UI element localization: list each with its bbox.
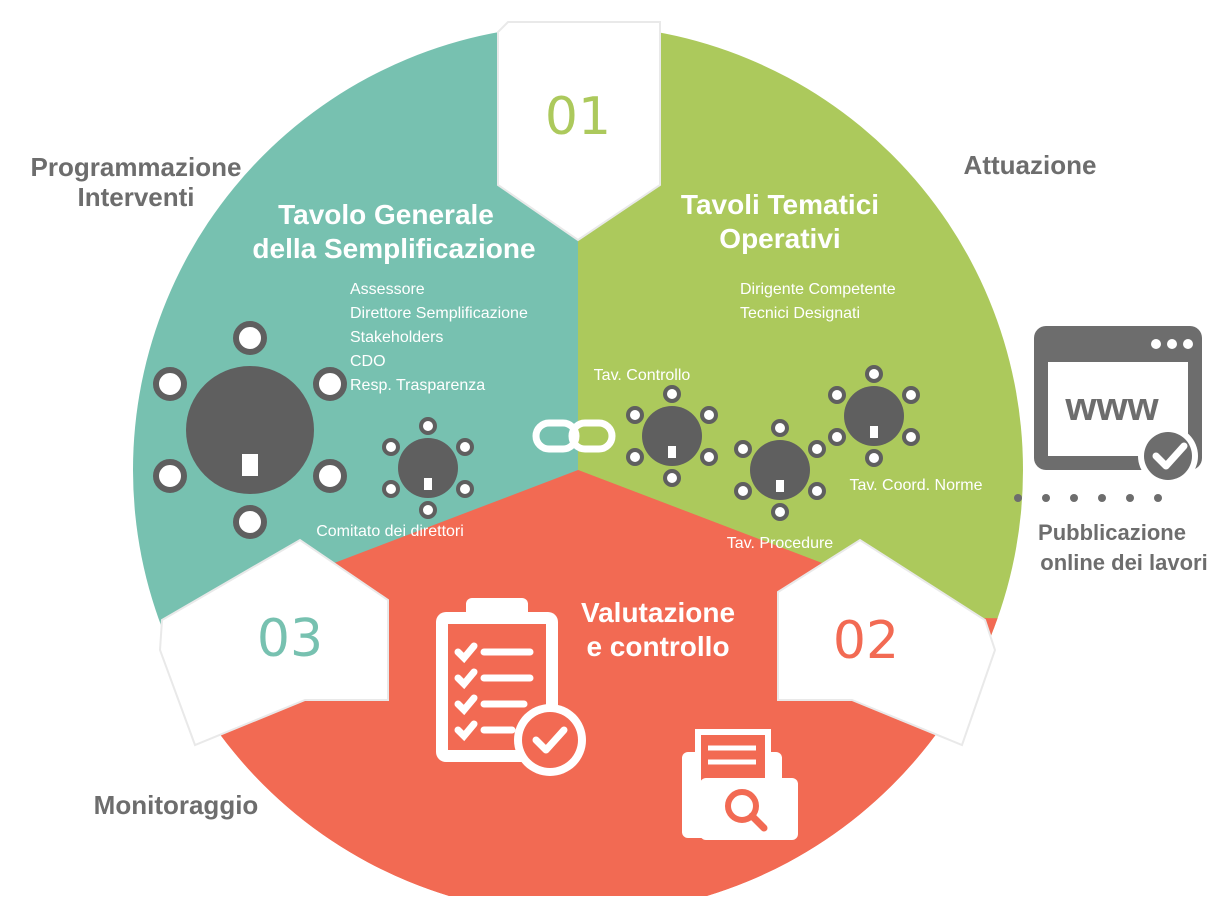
teal-member: Assessore (350, 281, 425, 298)
label-pubblicazione-1: Pubblicazione (1038, 520, 1186, 545)
label-programmazione-1: Programmazione (31, 152, 242, 182)
green-member: Tecnici Designati (740, 305, 860, 322)
step-number-03: 03 (257, 609, 323, 669)
meeting-table-icon-comitato (382, 417, 474, 519)
comitato-label: Comitato dei direttori (316, 523, 464, 540)
teal-title-line2: della Semplificazione (252, 233, 535, 264)
document-search-icon (682, 729, 798, 840)
teal-member: CDO (350, 353, 386, 370)
step-number-01: 01 (545, 87, 611, 147)
tav-coord-norme-label: Tav. Coord. Norme (849, 477, 982, 494)
meeting-table-icon-procedure (734, 419, 826, 521)
green-title-line2: Operativi (719, 223, 840, 254)
browser-www-text: www (1064, 385, 1159, 429)
label-attuazione: Attuazione (964, 150, 1097, 180)
segment-green (578, 25, 1023, 896)
meeting-table-icon-controllo (626, 385, 718, 487)
clipboard-checklist-icon (436, 598, 586, 776)
step-arrow-02: 02 (777, 538, 997, 747)
teal-member: Direttore Semplificazione (350, 305, 528, 322)
green-member: Dirigente Competente (740, 281, 896, 298)
meeting-table-icon-coord-norme (828, 365, 920, 467)
step-number-02: 02 (833, 611, 899, 671)
meeting-table-icon-large (153, 321, 347, 539)
step-arrow-01: 01 (497, 21, 661, 242)
link-icon (532, 419, 616, 453)
teal-member: Resp. Trasparenza (350, 377, 485, 394)
red-title-line2: e controllo (586, 631, 729, 662)
teal-member: Stakeholders (350, 329, 443, 346)
tav-controllo-label: Tav. Controllo (594, 367, 691, 384)
label-programmazione-2: Interventi (77, 182, 194, 212)
teal-member-list: Assessore Direttore Semplificazione Stak… (350, 281, 528, 394)
dotted-connector (1014, 494, 1162, 502)
tav-procedure-label: Tav. Procedure (727, 535, 834, 552)
green-title-line1: Tavoli Tematici (681, 189, 879, 220)
step-arrow-03: 03 (158, 538, 389, 747)
red-title-line1: Valutazione (581, 597, 735, 628)
label-monitoraggio: Monitoraggio (94, 790, 259, 820)
teal-title-line1: Tavolo Generale (278, 199, 494, 230)
browser-www-icon: www (1034, 326, 1202, 486)
label-pubblicazione-2: online dei lavori (1040, 550, 1207, 575)
